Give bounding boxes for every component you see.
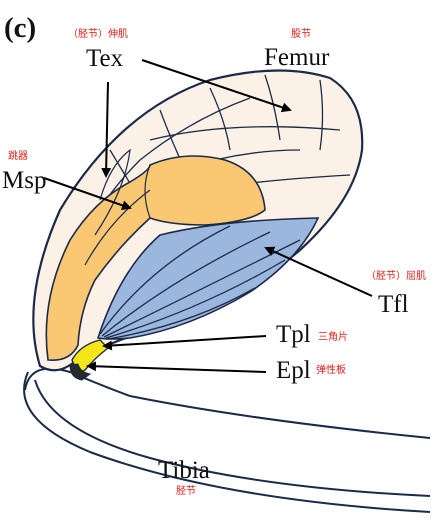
epl-chinese-label: 弹性板	[316, 365, 346, 376]
tibia-label: Tibia	[158, 457, 210, 484]
epl-arrow	[86, 361, 267, 373]
knee-joint-outline	[24, 367, 431, 439]
tfl-chinese-label: （胫节）屈肌	[366, 271, 426, 282]
femur-chinese-label: 股节	[291, 29, 311, 40]
tex-inner-band	[94, 148, 131, 236]
extensor-muscle	[45, 155, 266, 362]
tfl-label: Tfl	[378, 291, 409, 318]
flexor-muscle	[96, 217, 320, 340]
tfl-arrow	[264, 246, 373, 297]
tibia-outline	[23, 371, 431, 513]
pointer-arrows	[43, 59, 373, 373]
panel-label: (c)	[4, 12, 37, 44]
epl-label: Epl	[276, 357, 311, 384]
femur-label: Femur	[264, 44, 330, 71]
elastic-plate	[69, 363, 92, 381]
msp-arrow	[43, 177, 132, 211]
tpl-label: Tpl	[276, 321, 311, 348]
msp-label: Msp	[2, 167, 47, 194]
tex-arrow-right	[141, 59, 292, 113]
tex-label: Tex	[86, 45, 124, 72]
tex-chinese-label: （胫节）伸肌	[68, 29, 128, 40]
tibia-inner-outline	[34, 379, 431, 497]
tibia-chinese-label: 胫节	[176, 486, 196, 497]
extensor-band-line	[84, 164, 151, 266]
tpl-arrow	[102, 335, 267, 351]
tpl-chinese-label: 三角片	[318, 332, 348, 343]
msp-chinese-label: 跳器	[8, 151, 28, 162]
tex-arrow-down	[101, 81, 112, 178]
